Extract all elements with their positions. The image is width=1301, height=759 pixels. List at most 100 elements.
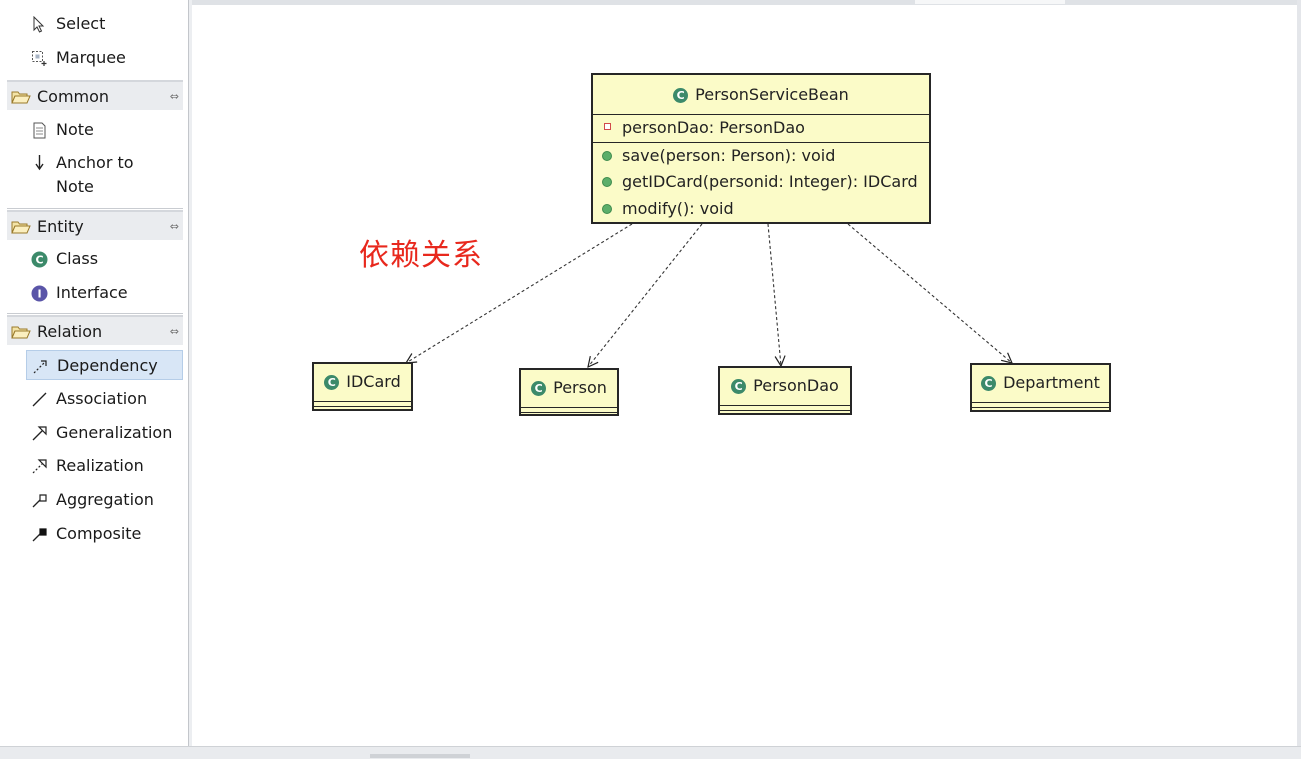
compartment-divider (593, 114, 929, 115)
dependency-link-person[interactable] (588, 223, 703, 367)
field-row[interactable]: personDao: PersonDao (593, 115, 929, 142)
window-right-edge (1297, 0, 1301, 758)
drawer-entity[interactable]: Entity ⇔ (7, 210, 183, 240)
palette: Select Marquee Common ⇔ Note (0, 0, 189, 746)
method-text: modify(): void (622, 198, 734, 218)
compartment-divider (521, 407, 617, 408)
method-row[interactable]: modify(): void (593, 196, 929, 223)
method-text: getIDCard(personid: Integer): IDCard (622, 172, 918, 191)
editor-top-border (192, 0, 1301, 5)
palette-tool-label: Generalization (56, 423, 173, 442)
drawer-common[interactable]: Common ⇔ (7, 80, 183, 110)
compartment-divider (521, 412, 617, 413)
horizontal-scrollbar[interactable] (0, 746, 1301, 759)
fields-compartment: personDao: PersonDao (593, 115, 929, 142)
compartment-divider (314, 406, 411, 407)
palette-tool-label: Realization (56, 456, 144, 475)
collapse-drawer-icon[interactable]: ⇔ (169, 220, 179, 233)
public-method-icon (602, 203, 612, 214)
class-person[interactable]: C Person (519, 368, 619, 416)
interface-icon: I (31, 285, 48, 302)
palette-tool-label: Association (56, 389, 148, 408)
class-department[interactable]: C Department (970, 363, 1111, 412)
compartment-divider (593, 141, 929, 143)
class-header: C PersonDao (720, 368, 850, 404)
palette-tool-label-line1: Anchor to (56, 153, 134, 172)
class-persondao[interactable]: C PersonDao (718, 366, 852, 415)
generalization-icon (32, 426, 47, 441)
dependency-link-department[interactable] (847, 223, 1012, 363)
class-icon: C (531, 381, 547, 396)
methods-compartment: save(person: Person): void getIDCard(per… (593, 143, 929, 223)
palette-tool-anchor-to-note[interactable]: Anchor to Note (26, 149, 183, 201)
collapse-drawer-icon[interactable]: ⇔ (169, 325, 179, 338)
pointer-arrow-icon (33, 16, 45, 33)
class-icon: C (31, 251, 48, 268)
compartment-divider (314, 401, 411, 402)
palette-tool-label: Class (56, 249, 99, 268)
collapse-drawer-icon[interactable]: ⇔ (169, 90, 179, 103)
method-text: save(person: Person): void (622, 145, 836, 165)
annotation-text: 依赖关系 (359, 238, 483, 273)
method-row[interactable]: getIDCard(personid: Integer): IDCard (593, 169, 929, 196)
class-name: PersonServiceBean (695, 85, 849, 104)
class-header: C PersonServiceBean (593, 75, 929, 114)
public-method-icon (602, 150, 612, 161)
class-name: PersonDao (753, 376, 839, 395)
drawer-label: Common (37, 87, 110, 106)
palette-tool-dependency[interactable]: Dependency (26, 350, 183, 380)
class-icon: C (731, 379, 747, 394)
palette-tool-interface[interactable]: I Interface (26, 278, 183, 308)
palette-tool-association[interactable]: Association (26, 384, 183, 414)
palette-tool-note[interactable]: Note (26, 115, 183, 145)
composite-icon (32, 528, 47, 542)
class-icon: C (324, 375, 340, 390)
divider (7, 208, 183, 209)
palette-tool-select[interactable]: Select (26, 9, 183, 39)
marquee-icon (32, 51, 47, 66)
compartment-divider (720, 405, 850, 406)
drawer-label: Entity (37, 217, 84, 236)
class-icon: C (673, 88, 689, 103)
dependency-icon (33, 360, 47, 374)
class-name: Person (553, 378, 607, 397)
folder-open-icon (11, 91, 31, 104)
svg-text:I: I (37, 288, 41, 301)
palette-tool-composite[interactable]: Composite (26, 519, 183, 549)
dependency-link-idcard[interactable] (406, 223, 633, 363)
palette-tool-generalization[interactable]: Generalization (26, 418, 183, 448)
drawer-label: Relation (37, 322, 103, 341)
drawer-relation[interactable]: Relation ⇔ (7, 315, 183, 345)
class-icon: C (981, 376, 997, 391)
compartment-divider (720, 410, 850, 411)
compartment-divider (972, 407, 1109, 408)
scrollbar-thumb[interactable] (370, 754, 470, 758)
palette-tool-class[interactable]: C Class (26, 244, 183, 274)
dependency-links (192, 223, 1297, 746)
dependency-link-persondao[interactable] (767, 223, 781, 366)
anchor-arrow-icon (35, 155, 44, 171)
palette-tool-label: Composite (56, 524, 142, 543)
palette-tool-realization[interactable]: Realization (26, 451, 183, 481)
editor-tab-highlight (915, 0, 1065, 4)
palette-tool-label: Dependency (57, 356, 158, 375)
class-header: C Person (521, 370, 617, 406)
palette-tool-label: Select (56, 14, 106, 33)
palette-tool-label: Interface (56, 283, 128, 302)
realization-icon (32, 459, 47, 474)
aggregation-icon (32, 494, 47, 508)
class-name: Department (1003, 373, 1100, 392)
palette-tool-label: Marquee (56, 48, 126, 67)
method-row[interactable]: save(person: Person): void (593, 143, 929, 170)
private-field-icon (604, 123, 611, 130)
compartment-divider (972, 402, 1109, 403)
palette-tool-aggregation[interactable]: Aggregation (26, 485, 183, 515)
palette-tool-marquee[interactable]: Marquee (26, 43, 183, 73)
svg-text:C: C (35, 254, 43, 267)
class-header: C Department (972, 365, 1109, 401)
field-text: personDao: PersonDao (622, 118, 805, 137)
